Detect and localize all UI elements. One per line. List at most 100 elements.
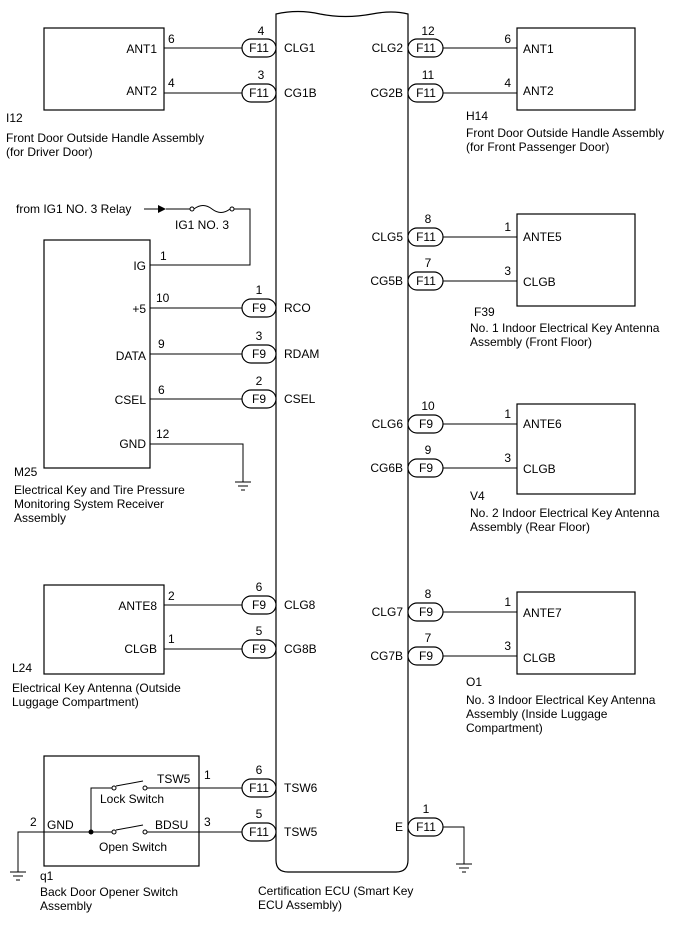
pin-tsw6-label: TSW6 [284, 781, 318, 795]
fuse-icon [189, 205, 235, 213]
q1-gnd-label: GND [47, 818, 74, 832]
i12-code: I12 [6, 111, 23, 125]
connector-cg7b [407, 646, 444, 666]
pin-clg5-number: 8 [425, 212, 432, 226]
f39-box [516, 213, 636, 307]
fuse-label: IG1 NO. 3 [175, 218, 229, 232]
wire-ecu-e-ground [443, 826, 465, 864]
i12-ant1-pin: 6 [168, 32, 175, 46]
q1-tsw5-label: TSW5 [157, 772, 191, 786]
connector-clg8 [241, 595, 277, 615]
pin-rco-number: 1 [256, 283, 263, 297]
i12-title-line1: Front Door Outside Handle Assembly [6, 131, 204, 145]
pin-e-number: 1 [423, 802, 430, 816]
h14-ant1-label: ANT1 [523, 42, 554, 56]
connector-clg6 [407, 414, 444, 434]
m25-p5-label: +5 [132, 302, 146, 316]
connector-rco [241, 298, 277, 318]
v4-box [516, 403, 636, 495]
pin-cg6b-label: CG6B [370, 461, 403, 475]
pin-cg6b-number: 9 [425, 443, 432, 457]
pin-clg1-number: 4 [258, 24, 265, 38]
q1-junction-dot [88, 829, 94, 835]
m25-title-line3: Assembly [14, 511, 66, 525]
relay-source-label: from IG1 NO. 3 Relay [16, 202, 131, 216]
ground-icon [235, 481, 251, 491]
v4-title-line1: No. 2 Indoor Electrical Key Antenna [470, 506, 660, 520]
q1-open-switch-label: Open Switch [99, 840, 167, 854]
m25-data-pin: 9 [158, 337, 165, 351]
pin-rdam-number: 3 [256, 329, 263, 343]
connector-cg5b [407, 271, 444, 291]
connector-cg6b [407, 458, 444, 478]
connector-cg2b [407, 83, 444, 103]
connector-clg2-id: F11 [416, 41, 436, 55]
pin-e-label: E [395, 820, 403, 834]
pin-rdam-label: RDAM [284, 347, 319, 361]
q1-code: q1 [40, 869, 54, 883]
connector-clg7-id: F9 [419, 605, 433, 619]
connector-rco-id: F9 [252, 301, 266, 315]
m25-csel-pin: 6 [158, 383, 165, 397]
l24-title-line2: Luggage Compartment) [12, 695, 139, 709]
pin-clg5-label: CLG5 [372, 230, 404, 244]
ecu-body [275, 10, 409, 873]
connector-tsw6 [241, 778, 277, 798]
connector-cg5b-id: F11 [416, 274, 436, 288]
h14-ant2-label: ANT2 [523, 84, 554, 98]
connector-cg1b [241, 83, 277, 103]
wire-fuse-to-ig [149, 208, 251, 266]
l24-box [43, 584, 165, 675]
l24-clgb-pin: 1 [168, 632, 175, 646]
v4-ante-pin: 1 [504, 407, 511, 421]
connector-cg8b-id: F9 [252, 642, 266, 656]
v4-clgb-label: CLGB [523, 462, 556, 476]
m25-csel-label: CSEL [115, 393, 147, 407]
o1-code: O1 [466, 675, 482, 689]
h14-ant2-pin: 4 [504, 76, 511, 90]
pin-clg8-number: 6 [256, 580, 263, 594]
i12-ant1-label: ANT1 [126, 42, 157, 56]
connector-clg2 [407, 38, 444, 58]
m25-data-label: DATA [116, 349, 146, 363]
o1-title-line2: Assembly (Inside Luggage [466, 707, 608, 721]
wire-q1-gnd [17, 831, 44, 872]
o1-clgb-pin: 3 [504, 639, 511, 653]
connector-cg2b-id: F11 [416, 86, 436, 100]
m25-gnd-label: GND [119, 437, 146, 451]
f39-clgb-pin: 3 [504, 264, 511, 278]
m25-box [43, 239, 151, 469]
m25-code: M25 [14, 465, 38, 479]
m25-ig-pin: 1 [160, 249, 167, 263]
h14-box [516, 27, 636, 111]
connector-csel-id: F9 [252, 392, 266, 406]
connector-rdam-id: F9 [252, 347, 266, 361]
pin-csel-label: CSEL [284, 392, 316, 406]
connector-tsw5 [241, 822, 277, 842]
connector-cg8b [241, 639, 277, 659]
f39-ante-label: ANTE5 [523, 230, 562, 244]
q1-bdsu-label: BDSU [155, 818, 188, 832]
connector-clg8-id: F9 [252, 598, 266, 612]
o1-title-line1: No. 3 Indoor Electrical Key Antenna [466, 693, 656, 707]
pin-tsw5-number: 5 [256, 807, 263, 821]
pin-cg1b-number: 3 [258, 68, 265, 82]
o1-ante-pin: 1 [504, 595, 511, 609]
v4-title-line2: Assembly (Rear Floor) [470, 520, 590, 534]
h14-title-line1: Front Door Outside Handle Assembly [466, 126, 664, 140]
f39-clgb-label: CLGB [523, 275, 556, 289]
l24-ante-pin: 2 [168, 589, 175, 603]
lock-switch-icon [111, 780, 148, 791]
pin-cg5b-number: 7 [425, 256, 432, 270]
connector-clg7 [407, 602, 444, 622]
i12-title-line2: (for Driver Door) [6, 145, 93, 159]
pin-clg8-label: CLG8 [284, 598, 316, 612]
pin-cg7b-number: 7 [425, 631, 432, 645]
pin-cg8b-number: 5 [256, 624, 263, 638]
m25-p5-pin: 10 [156, 291, 170, 305]
m25-title-line2: Monitoring System Receiver [14, 497, 164, 511]
pin-clg2-number: 12 [421, 24, 435, 38]
h14-title-line2: (for Front Passenger Door) [466, 140, 609, 154]
ecu-name-line1: Certification ECU (Smart Key [258, 884, 413, 898]
q1-box [43, 755, 200, 867]
